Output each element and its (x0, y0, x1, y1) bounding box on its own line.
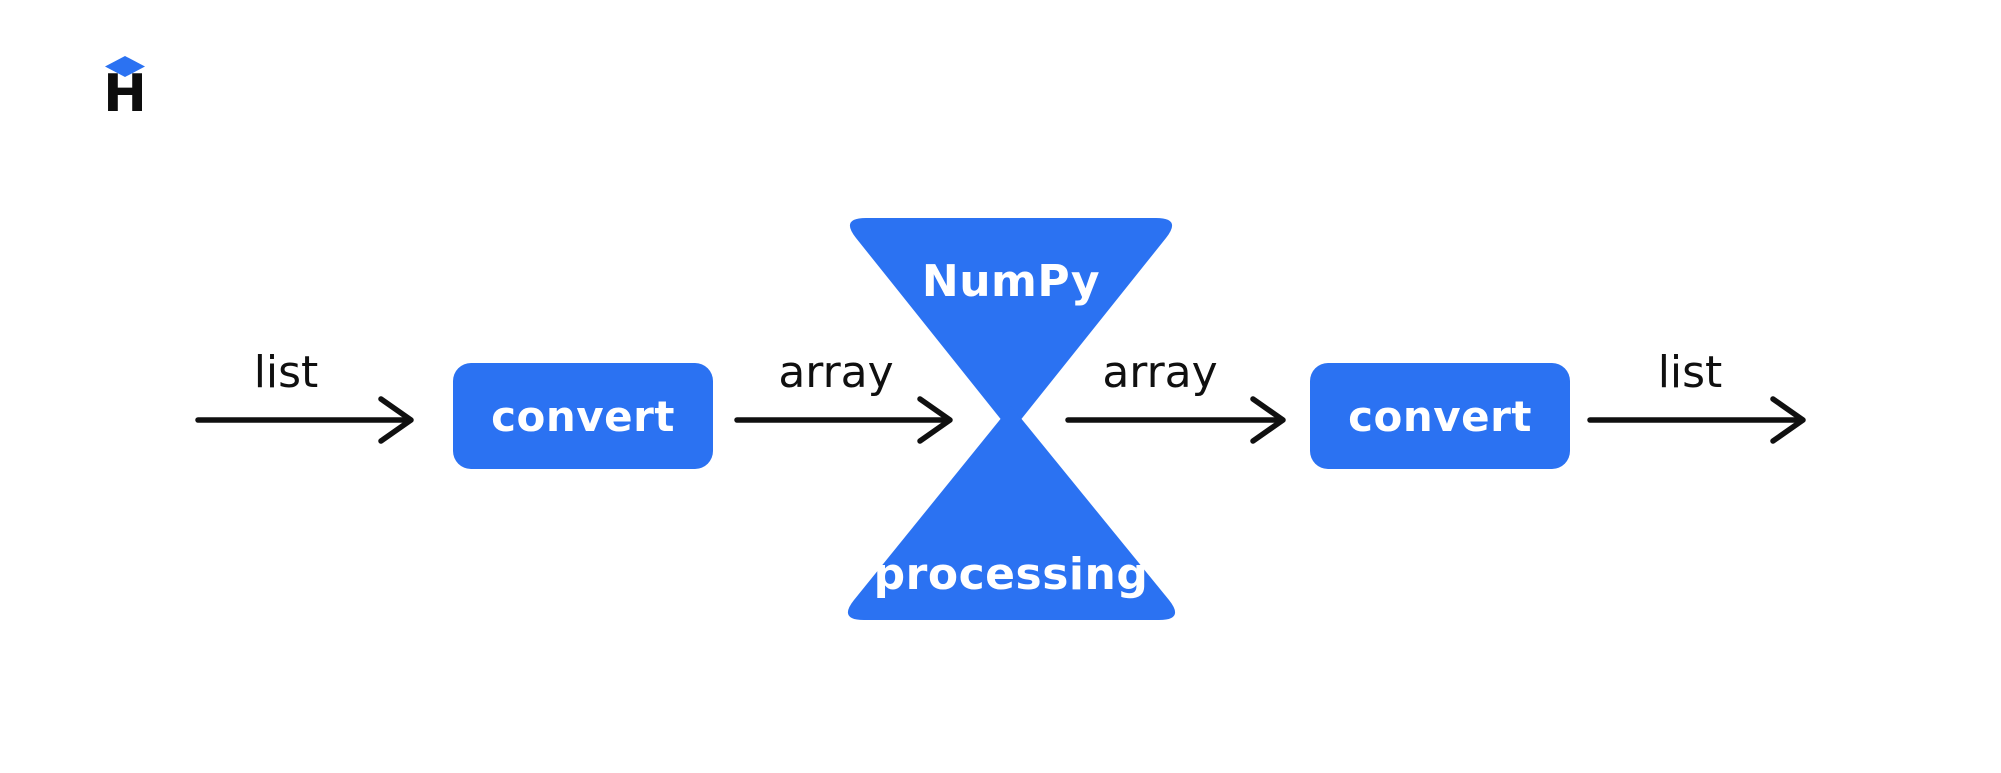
arrow-list-input-icon (195, 396, 414, 444)
hourglass-top-label: NumPy (921, 256, 1101, 307)
arrow-array-to-numpy-icon (734, 396, 953, 444)
hourglass-bottom-triangle (847, 406, 1176, 620)
hourglass-bottom-label: processing (873, 549, 1149, 600)
flow-label-list-out: list (1657, 347, 1723, 398)
convert-node-right: convert (1310, 363, 1570, 469)
flow-label-list-in: list (253, 347, 319, 398)
arrow-array-from-numpy-icon (1065, 396, 1286, 444)
flow-label-array-out: array (1102, 347, 1218, 398)
hourglass-top-triangle (849, 218, 1173, 432)
convert-node-left: convert (453, 363, 713, 469)
arrow-list-output-icon (1587, 396, 1806, 444)
logo-letter: H (103, 64, 147, 124)
hyperskill-logo: H (102, 56, 148, 124)
logo-diamond-icon (105, 56, 145, 77)
flow-label-array-in: array (778, 347, 894, 398)
